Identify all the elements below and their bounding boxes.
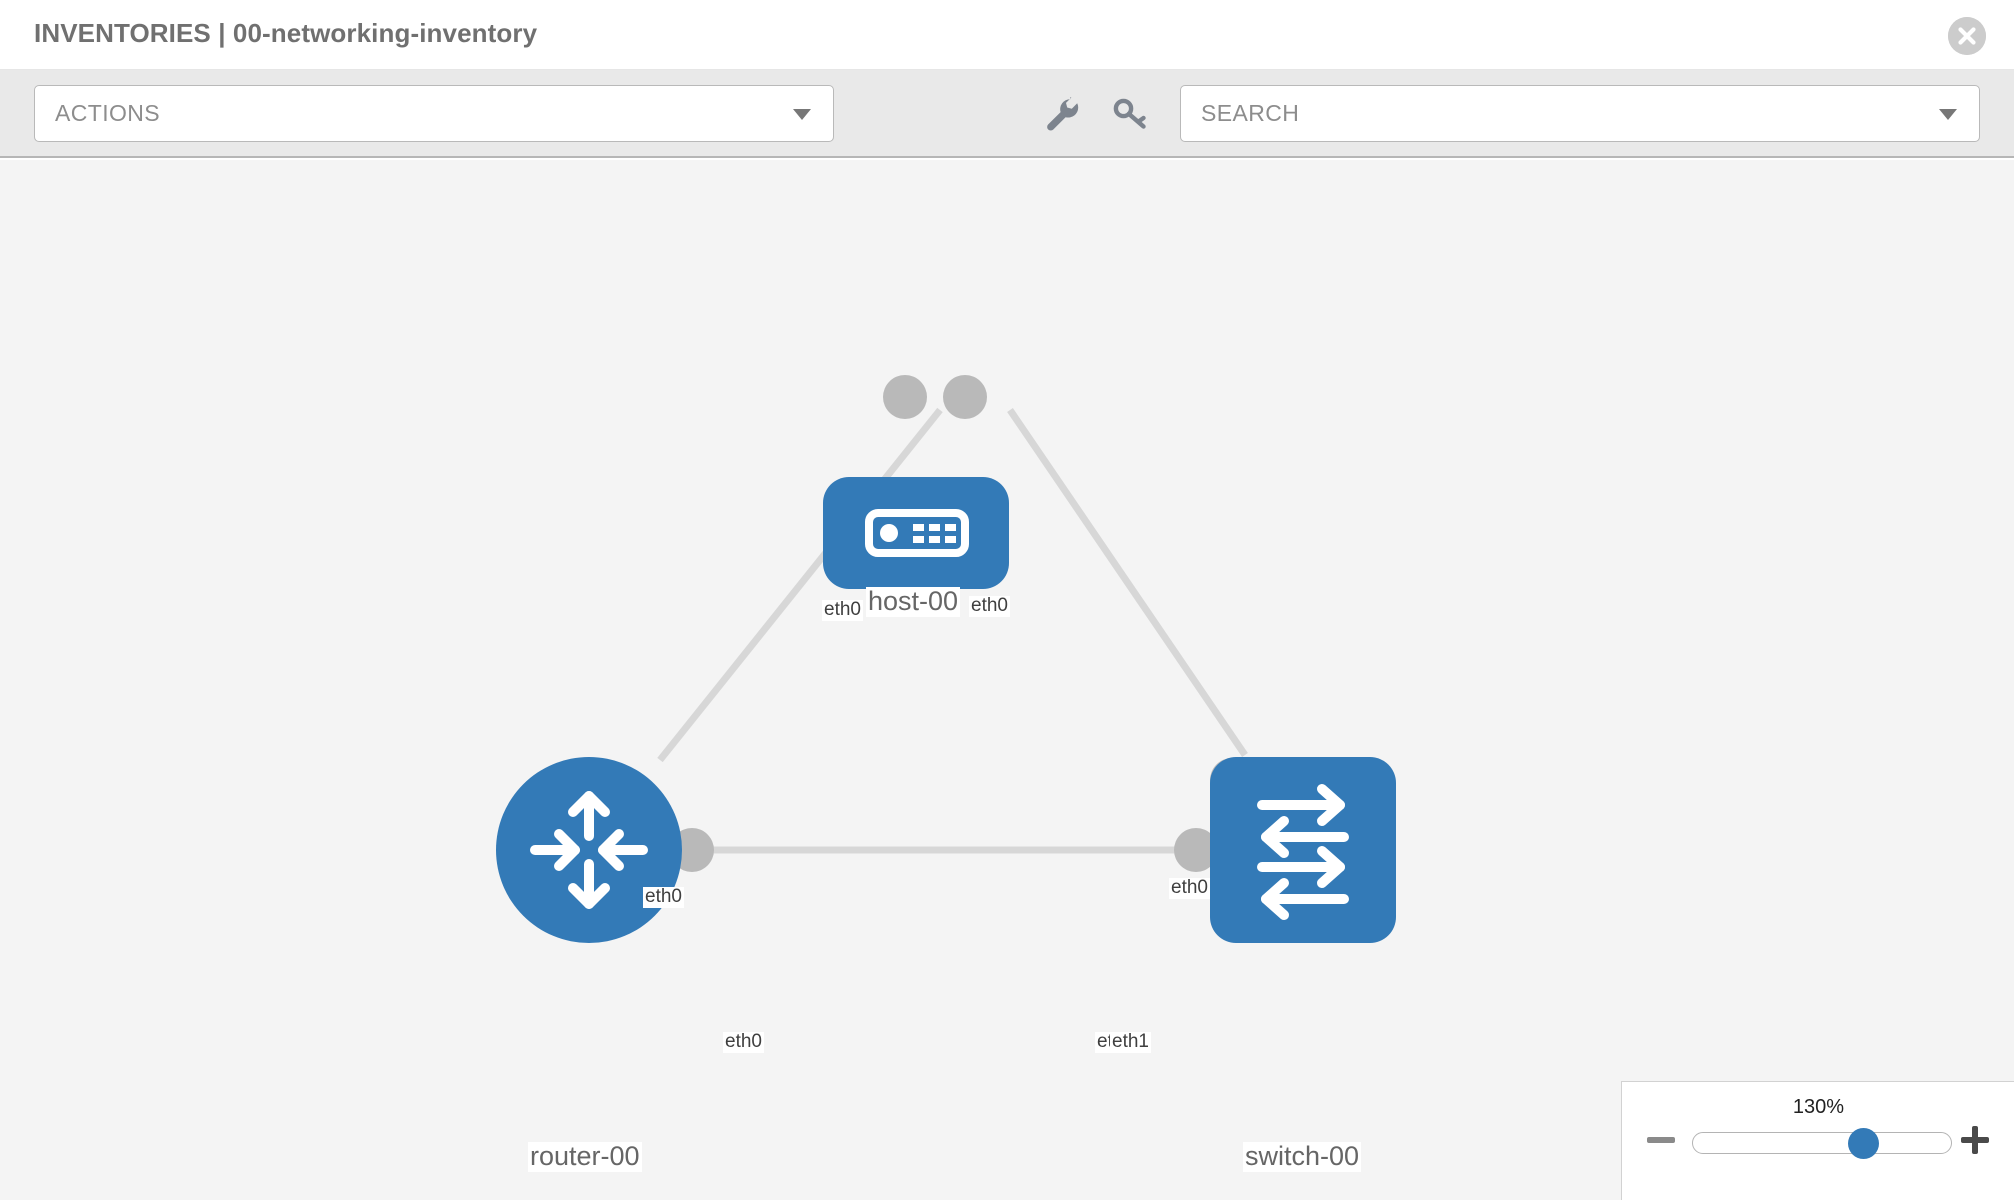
topology-canvas[interactable]: host-00 router-00 switch-00 eth0 eth0 et… <box>0 160 2014 1200</box>
key-icon[interactable] <box>1108 92 1152 136</box>
chevron-down-icon[interactable] <box>1939 109 1957 120</box>
edge-label-switch-upper: eth0 <box>1169 877 1210 899</box>
node-label-host-00[interactable]: host-00 <box>866 586 961 617</box>
search-input[interactable]: SEARCH <box>1180 85 1980 142</box>
edge-label-host-left: eth0 <box>822 599 863 621</box>
node-switch-00 <box>1210 757 1396 943</box>
zoom-percent-label: 130% <box>1792 1096 1845 1118</box>
link-host-router <box>657 407 943 763</box>
close-icon[interactable] <box>1948 17 1986 55</box>
topology-graph <box>496 375 1396 943</box>
search-input-placeholder: SEARCH <box>1201 100 1300 126</box>
actions-dropdown-label: ACTIONS <box>55 100 161 126</box>
edge-label-router-eth0: eth0 <box>723 1031 764 1053</box>
node-label-router-00[interactable]: router-00 <box>528 1141 642 1172</box>
actions-dropdown[interactable]: ACTIONS <box>34 85 834 142</box>
zoom-slider-thumb[interactable] <box>1848 1128 1879 1159</box>
zoom-out-button[interactable] <box>1644 1123 1678 1157</box>
chevron-down-icon <box>793 109 811 120</box>
router-icon <box>530 791 648 909</box>
server-icon <box>865 509 969 557</box>
link-host-switch <box>1007 408 1248 757</box>
zoom-control: 130% <box>1621 1081 2014 1200</box>
node-router-00 <box>496 757 682 943</box>
edge-label-router-upper: eth0 <box>643 886 684 908</box>
zoom-slider-track[interactable] <box>1692 1132 1952 1154</box>
edge-label-host-right: eth0 <box>969 595 1010 617</box>
connector-host-right <box>943 375 987 419</box>
node-host-00 <box>823 477 1009 589</box>
node-label-switch-00[interactable]: switch-00 <box>1243 1141 1362 1172</box>
edge-label-switch-eth1: eth1 <box>1110 1031 1151 1053</box>
topology-connectors <box>670 375 1254 872</box>
topology-links <box>657 407 1248 854</box>
switch-icon <box>1257 784 1349 920</box>
wrench-icon[interactable] <box>1040 92 1084 136</box>
connector-switch-left <box>1174 828 1218 872</box>
page-title: INVENTORIES | 00-networking-inventory <box>34 18 538 48</box>
zoom-in-button[interactable] <box>1958 1123 1992 1157</box>
page-header: INVENTORIES | 00-networking-inventory <box>0 0 2014 70</box>
connector-host-left <box>883 375 927 419</box>
